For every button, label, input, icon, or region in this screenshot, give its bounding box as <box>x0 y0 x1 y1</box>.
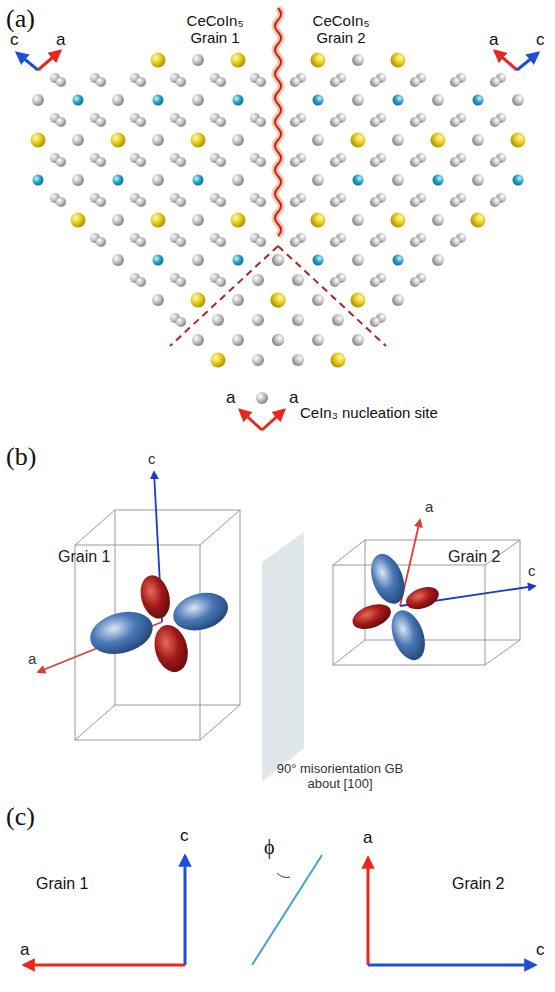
boundary-plane <box>262 532 304 782</box>
axis-label: c <box>180 826 189 846</box>
axis-label: c <box>536 940 545 960</box>
d-wave-orbital <box>334 540 458 676</box>
axis-label: c <box>536 30 545 50</box>
axis-label: a <box>425 498 433 515</box>
grain-label: Grain 1 <box>58 548 110 566</box>
a-axis-arrow <box>262 410 284 430</box>
axis-label: a <box>289 388 298 408</box>
panel-label: (c) <box>6 802 35 832</box>
grain-label: Grain 1 <box>36 875 88 893</box>
axis-label: a <box>363 828 372 848</box>
axis-label: c <box>528 562 536 579</box>
panel-label: (a) <box>6 4 35 34</box>
a-axis-arrow <box>367 858 370 965</box>
c-axis-arrow <box>517 53 538 70</box>
region-label: CeIn₃ nucleation site <box>300 404 438 421</box>
a-axis-arrow <box>495 51 517 70</box>
grain-label: Grain 2 <box>448 548 500 566</box>
a-axis-arrow <box>38 51 60 70</box>
c-axis-arrow <box>368 964 535 967</box>
grain-boundary-glow <box>275 8 281 236</box>
grain-2-atoms <box>271 53 526 368</box>
axis-label: a <box>28 650 36 667</box>
grain-2-atoms <box>271 53 526 368</box>
panel-label: (b) <box>6 442 36 472</box>
angle-symbol: ϕ <box>264 836 275 859</box>
axis-label: c <box>148 450 156 467</box>
unit-cell-box <box>333 540 520 665</box>
axis-label: c <box>10 30 19 50</box>
dashed-boundary <box>170 246 278 346</box>
d-wave-orbital <box>78 558 241 691</box>
boundary-line <box>252 855 322 965</box>
grain-label: Grain 2 <box>452 875 504 893</box>
angle-arc <box>277 873 290 878</box>
axis-label: a <box>489 30 498 50</box>
in-atom <box>256 392 268 404</box>
grain-1-atoms <box>31 53 286 368</box>
axis-label: a <box>226 388 235 408</box>
boundary-note: 90° misorientation GB about [100] <box>274 762 406 792</box>
c-axis-arrow <box>17 53 38 70</box>
c-axis-arrow <box>184 856 187 965</box>
a-axis-arrow <box>240 410 262 430</box>
dashed-boundary <box>278 246 386 346</box>
grain-title: CeCoIn₅ Grain 1 <box>173 12 257 47</box>
grain-title: CeCoIn₅ Grain 2 <box>299 12 383 47</box>
axis-label: a <box>20 940 29 960</box>
grain-boundary-line <box>275 8 281 236</box>
a-axis-arrow <box>24 964 185 967</box>
axis-label: a <box>56 30 65 50</box>
